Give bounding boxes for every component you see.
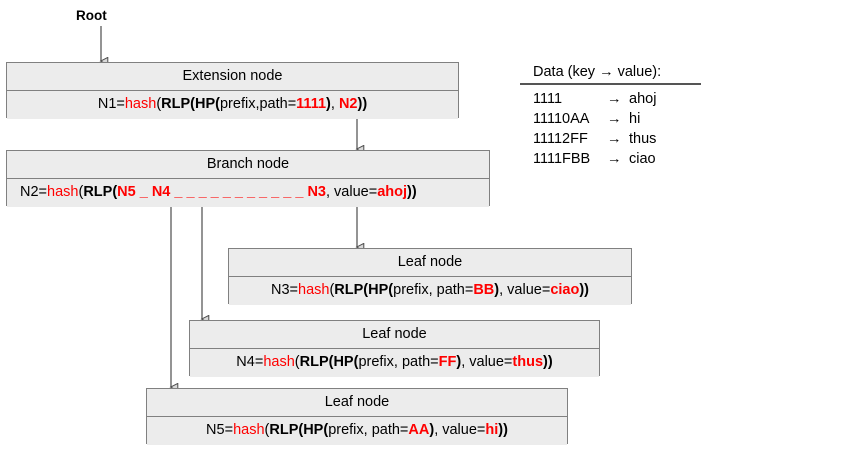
n2-hash: hash <box>47 184 79 200</box>
n3-path: BB <box>473 282 495 298</box>
n4-open: ( <box>294 354 300 370</box>
n2-value-label: , value= <box>325 184 378 200</box>
data-legend: Data (key → value): 1111 → ahoj 11110AA → hi… <box>520 64 820 169</box>
n5-value: hi <box>485 422 499 438</box>
n2-gap-a: _ <box>135 184 152 200</box>
legend-value: thus <box>629 131 657 147</box>
n2-value: ahoj <box>377 184 407 200</box>
node-formula-n4: N4=hash(RLP(HP(prefix, path=FF), value=t… <box>190 349 599 377</box>
node-formula-n2: N2=hash(RLP(N5 _ N4 _ _ _ _ _ _ _ _ _ _ … <box>7 179 489 207</box>
n4-lhs: N4= <box>236 354 264 370</box>
data-legend-rows: 1111 → ahoj 11110AA → hi 11112FF → thus 1111FB… <box>520 89 820 169</box>
n5-hash: hash <box>233 422 265 438</box>
n2-open: ( <box>78 184 84 200</box>
n1-child: N2 <box>338 96 358 112</box>
n3-value: ciao <box>550 282 580 298</box>
legend-key: 11110AA <box>533 111 590 127</box>
n4-value: thus <box>512 354 544 370</box>
legend-value: ahoj <box>629 91 657 107</box>
node-leaf-n4: Leaf node N4=hash(RLP(HP(prefix, path=FF… <box>189 320 600 377</box>
node-formula-n3: N3=hash(RLP(HP(prefix, path=BB), value=c… <box>229 277 631 305</box>
n3-prefix: prefix, path= <box>393 282 474 298</box>
n3-rlp: RLP( <box>334 282 369 298</box>
n1-prefix: prefix,path= <box>219 96 297 112</box>
n2-close-all: )) <box>407 184 417 200</box>
legend-key: 11112FF <box>533 131 588 147</box>
n5-prefix: prefix, path= <box>328 422 409 438</box>
n5-close-all: )) <box>498 422 508 438</box>
node-branch-n2: Branch node N2=hash(RLP(N5 _ N4 _ _ _ _ … <box>6 150 490 207</box>
n1-lhs: N1= <box>97 96 125 112</box>
node-formula-n5: N5=hash(RLP(HP(prefix, path=AA), value=h… <box>147 417 567 445</box>
legend-arrow-icon: → <box>607 131 622 147</box>
n1-rlp: RLP( <box>161 96 195 112</box>
n4-hash: hash <box>263 354 295 370</box>
n3-value-label: , value= <box>499 282 551 298</box>
n3-hp: HP( <box>368 282 394 298</box>
n2-slot-n4: N4 <box>151 184 171 200</box>
legend-arrow-icon: → <box>607 91 622 107</box>
n2-slot-n3: N3 <box>307 184 326 200</box>
n1-sep: , <box>330 96 339 112</box>
legend-value: ciao <box>629 151 656 167</box>
n4-prefix: prefix, path= <box>358 354 439 370</box>
node-title-n1: Extension node <box>7 63 458 91</box>
n4-path: FF <box>438 354 457 370</box>
n1-close-all: )) <box>357 96 368 112</box>
legend-key: 1111FBB <box>533 151 591 167</box>
n1-hash: hash <box>124 96 157 112</box>
legend-value: hi <box>629 111 641 127</box>
n1-path: 1111 <box>296 96 327 112</box>
legend-row: 11112FF → thus <box>533 129 820 149</box>
n1-hp: HP( <box>195 96 220 112</box>
n5-path: AA <box>408 422 430 438</box>
data-legend-title: Data (key → value): <box>533 64 662 80</box>
n5-hp: HP( <box>303 422 329 438</box>
n2-slot-n5: N5 <box>117 184 136 200</box>
n5-rlp: RLP( <box>269 422 304 438</box>
node-title-n2: Branch node <box>7 151 489 179</box>
legend-row: 1111FBB → ciao <box>533 149 820 169</box>
legend-row: 1111 → ahoj <box>533 89 820 109</box>
legend-key: 1111 <box>533 91 563 107</box>
n4-close-hp: ) <box>456 354 462 370</box>
n4-rlp: RLP( <box>299 354 334 370</box>
n4-value-label: , value= <box>461 354 513 370</box>
n3-close-hp: ) <box>494 282 500 298</box>
legend-row: 11110AA → hi <box>533 109 820 129</box>
node-title-n4: Leaf node <box>190 321 599 349</box>
n2-rlp: RLP( <box>83 184 118 200</box>
n2-gap-b: _ _ _ _ _ _ _ _ _ _ _ <box>170 184 308 200</box>
n4-close-all: )) <box>543 354 553 370</box>
node-formula-n1: N1=hash(RLP(HP(prefix,path=1111), N2)) <box>7 91 458 119</box>
node-title-n3: Leaf node <box>229 249 631 277</box>
n5-close-hp: ) <box>429 422 435 438</box>
n1-close-hp: ) <box>326 96 331 112</box>
root-label: Root <box>76 8 107 23</box>
n1-open: ( <box>156 96 162 112</box>
n3-open: ( <box>329 282 335 298</box>
legend-arrow-icon: → <box>607 111 622 127</box>
n5-value-label: , value= <box>434 422 486 438</box>
n3-hash: hash <box>298 282 330 298</box>
node-title-n5: Leaf node <box>147 389 567 417</box>
n4-hp: HP( <box>333 354 359 370</box>
n3-lhs: N3= <box>270 282 298 298</box>
n2-lhs: N2= <box>20 184 48 200</box>
legend-arrow-icon: → <box>607 151 622 167</box>
n3-close-all: )) <box>579 282 590 298</box>
data-legend-divider <box>520 83 701 85</box>
node-extension-n1: Extension node N1=hash(RLP(HP(prefix,pat… <box>6 62 459 119</box>
n5-lhs: N5= <box>206 422 234 438</box>
n5-open: ( <box>264 422 270 438</box>
node-leaf-n3: Leaf node N3=hash(RLP(HP(prefix, path=BB… <box>228 248 632 305</box>
node-leaf-n5: Leaf node N5=hash(RLP(HP(prefix, path=AA… <box>146 388 568 445</box>
